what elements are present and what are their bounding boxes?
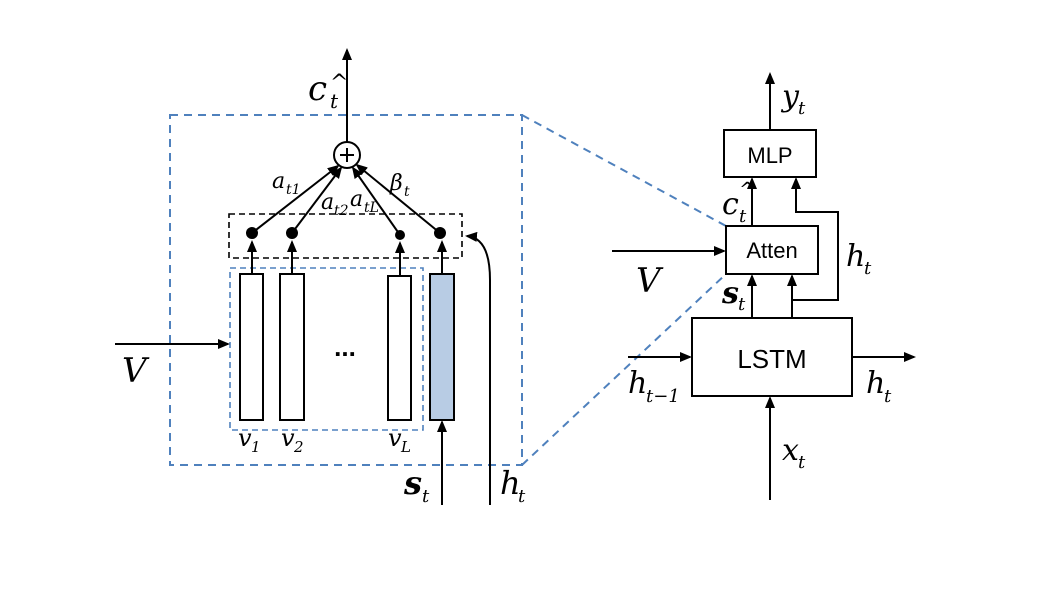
weight-arrow-1 (251, 164, 340, 234)
svg-text:^: ^ (330, 71, 348, 96)
feature-v2-label: v 2 (281, 424, 304, 456)
svg-text:t: t (404, 184, 410, 200)
svg-text:L: L (400, 438, 411, 456)
x-input-label: x t (782, 433, 806, 473)
sentinel-s-label: s t (403, 464, 430, 507)
atten-label: Atten (746, 238, 797, 263)
weight-dot-L (395, 230, 405, 240)
weight-a1-label: a t1 (272, 169, 301, 198)
sentinel-bar (429, 273, 455, 421)
svg-text:t1: t1 (286, 182, 301, 198)
svg-text:x: x (782, 433, 799, 468)
svg-text:t2: t2 (334, 203, 349, 219)
svg-text:h: h (866, 366, 885, 401)
weight-aL-label: a tL (350, 187, 379, 216)
svg-text:a: a (321, 190, 334, 215)
feature-bar-L (387, 275, 412, 421)
svg-text:t: t (739, 206, 747, 227)
svg-text:t: t (798, 98, 806, 119)
svg-text:h: h (628, 366, 647, 401)
svg-text:t: t (422, 486, 430, 507)
svg-text:t: t (798, 452, 806, 473)
feature-vL-label: v L (388, 424, 411, 456)
hidden-h-label: h t (500, 464, 526, 507)
svg-text:t: t (738, 294, 746, 315)
zoom-connector-bottom (521, 273, 727, 466)
weight-arrow-L (351, 166, 401, 236)
weight-arrow-beta (355, 163, 441, 234)
context-c-hat-label: ^ c t (722, 177, 756, 227)
svg-text:v: v (238, 424, 252, 452)
svg-text:t: t (864, 258, 872, 279)
weight-dot-beta (434, 227, 446, 239)
weight-beta-label: β t (389, 171, 410, 200)
lstm-label: LSTM (737, 344, 806, 374)
feature-group-box (229, 267, 424, 431)
v-input-label: V (122, 351, 150, 391)
right-v-label: V (636, 261, 664, 301)
svg-text:v: v (388, 424, 402, 452)
svg-text:h: h (500, 464, 521, 502)
y-output-label: y t (780, 79, 806, 119)
weight-dot-2 (286, 227, 298, 239)
feature-bar-1 (239, 273, 264, 421)
mlp-box (723, 129, 817, 178)
ellipsis: ... (334, 332, 356, 362)
hidden-input-arrow (465, 231, 491, 505)
svg-text:c: c (722, 187, 739, 222)
h-output-label: h t (866, 366, 892, 407)
h-prev-label: h t−1 (628, 366, 680, 407)
weight-arrow-2 (291, 166, 343, 234)
mlp-label: MLP (747, 143, 792, 168)
output-c-hat-label: ^ c t (308, 69, 348, 113)
svg-text:t: t (518, 486, 526, 507)
svg-text:β: β (389, 171, 403, 196)
hidden-loop-label: h t (846, 239, 872, 279)
svg-text:t: t (884, 386, 892, 407)
svg-text:t−1: t−1 (646, 386, 680, 407)
atten-box (725, 225, 819, 275)
svg-text:y: y (780, 79, 800, 114)
svg-text:t: t (330, 89, 339, 113)
svg-text:2: 2 (293, 438, 304, 456)
svg-text:s: s (403, 464, 422, 502)
weight-dots-box (228, 213, 463, 259)
zoom-connector-top (521, 114, 727, 227)
svg-text:c: c (308, 69, 327, 109)
svg-text:s: s (721, 276, 739, 311)
svg-text:a: a (350, 187, 363, 212)
weight-a2-label: a t2 (321, 190, 349, 219)
svg-text:1: 1 (251, 438, 261, 456)
feature-bar-2 (279, 273, 305, 421)
weight-dot-1 (246, 227, 258, 239)
svg-text:h: h (846, 239, 865, 274)
hidden-loop-arrow (791, 177, 839, 301)
svg-text:^: ^ (739, 177, 756, 201)
svg-text:v: v (281, 424, 295, 452)
svg-text:a: a (272, 169, 285, 194)
svg-text:tL: tL (364, 200, 379, 216)
feature-v1-label: v 1 (238, 424, 261, 456)
right-sentinel-label: s t (721, 276, 746, 315)
